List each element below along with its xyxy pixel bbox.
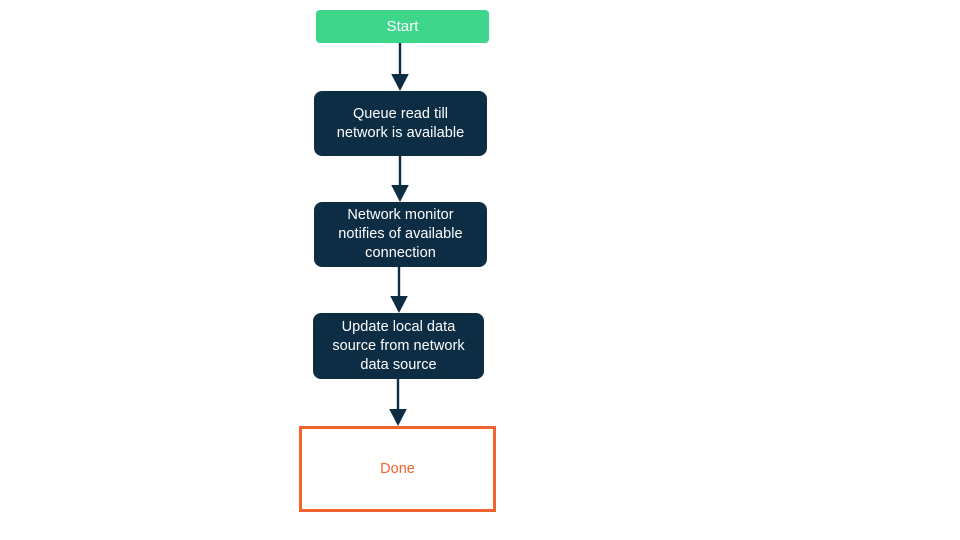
node-done[interactable]: Done xyxy=(299,426,496,512)
node-queue-read[interactable]: Queue read till network is available xyxy=(314,91,487,156)
node-start-label: Start xyxy=(386,18,419,35)
node-start[interactable]: Start xyxy=(316,10,489,43)
edge-start-to-queue-arrow xyxy=(391,43,409,91)
node-network-monitor[interactable]: Network monitor notifies of available co… xyxy=(314,202,487,267)
edge-update-to-done-arrow xyxy=(389,379,407,426)
node-update-local-data-source-label: Update local data source from network da… xyxy=(332,318,465,373)
edge-monitor-to-update-arrow xyxy=(390,267,408,313)
node-network-monitor-label: Network monitor notifies of available co… xyxy=(338,207,463,261)
node-update-local-data-source[interactable]: Update local data source from network da… xyxy=(313,313,484,379)
edge-queue-to-monitor-arrow xyxy=(391,156,409,202)
node-done-label: Done xyxy=(380,460,415,477)
node-queue-read-label: Queue read till network is available xyxy=(336,105,465,141)
